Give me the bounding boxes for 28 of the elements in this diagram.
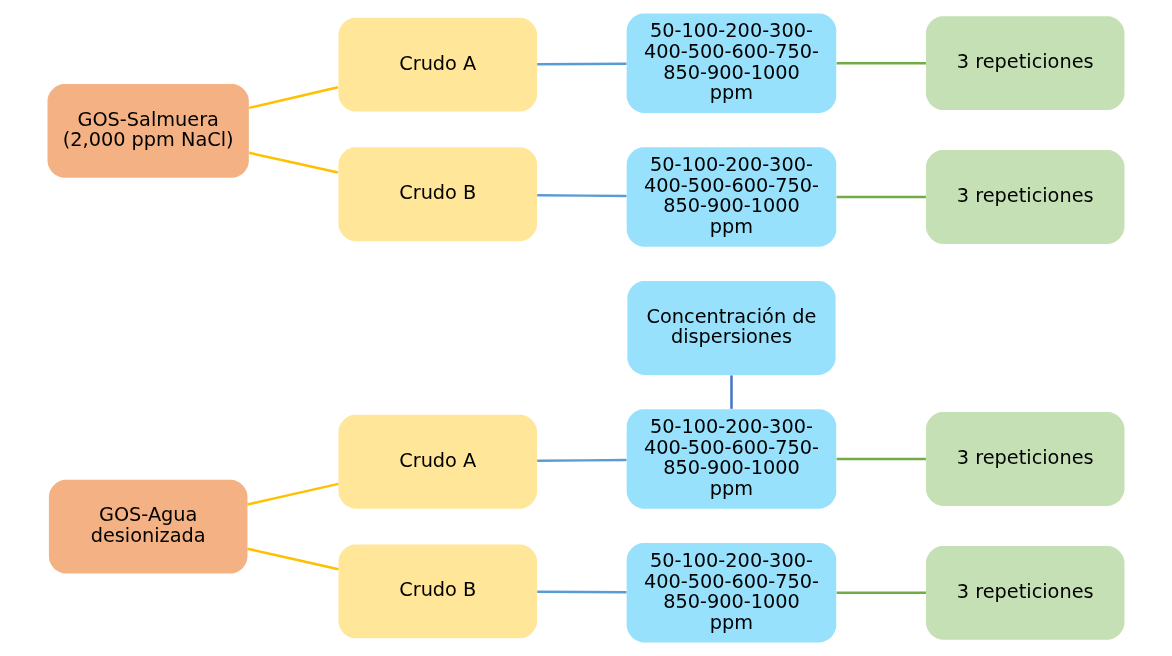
node-box: 3 repeticiones [925,412,1125,506]
node-box: Crudo B [338,544,538,639]
node-box: Crudo A [338,414,538,509]
node-box: 3 repeticiones [925,16,1125,111]
node-box: 3 repeticiones [925,150,1125,244]
connector [836,62,926,65]
connector [730,375,733,409]
node-box: 50-100-200-300-400-500-600-750-850-900-1000 ppm [626,409,837,509]
connector [836,457,926,461]
node-box: Concentración de dispersiones [627,281,836,375]
connector [537,590,627,594]
connector [248,86,339,110]
connector [537,458,627,463]
node-box: GOS-Agua desionizada [48,479,248,574]
connector [537,193,627,198]
node-box: 3 repeticiones [925,545,1125,640]
node-box: 50-100-200-300-400-500-600-750-850-900-1000 ppm [626,543,837,643]
connector [247,547,339,571]
node-box: GOS-Salmuera (2,000 ppm NaCl) [47,83,249,178]
node-box: Crudo B [338,147,538,242]
connector [836,591,926,594]
node-box: Crudo A [338,17,538,112]
connector [248,151,339,174]
node-box: 50-100-200-300-400-500-600-750-850-900-1000 ppm [626,147,837,247]
node-box: 50-100-200-300-400-500-600-750-850-900-1000 ppm [626,13,837,113]
connector [836,195,926,199]
connector [537,62,627,66]
connector [247,482,339,506]
